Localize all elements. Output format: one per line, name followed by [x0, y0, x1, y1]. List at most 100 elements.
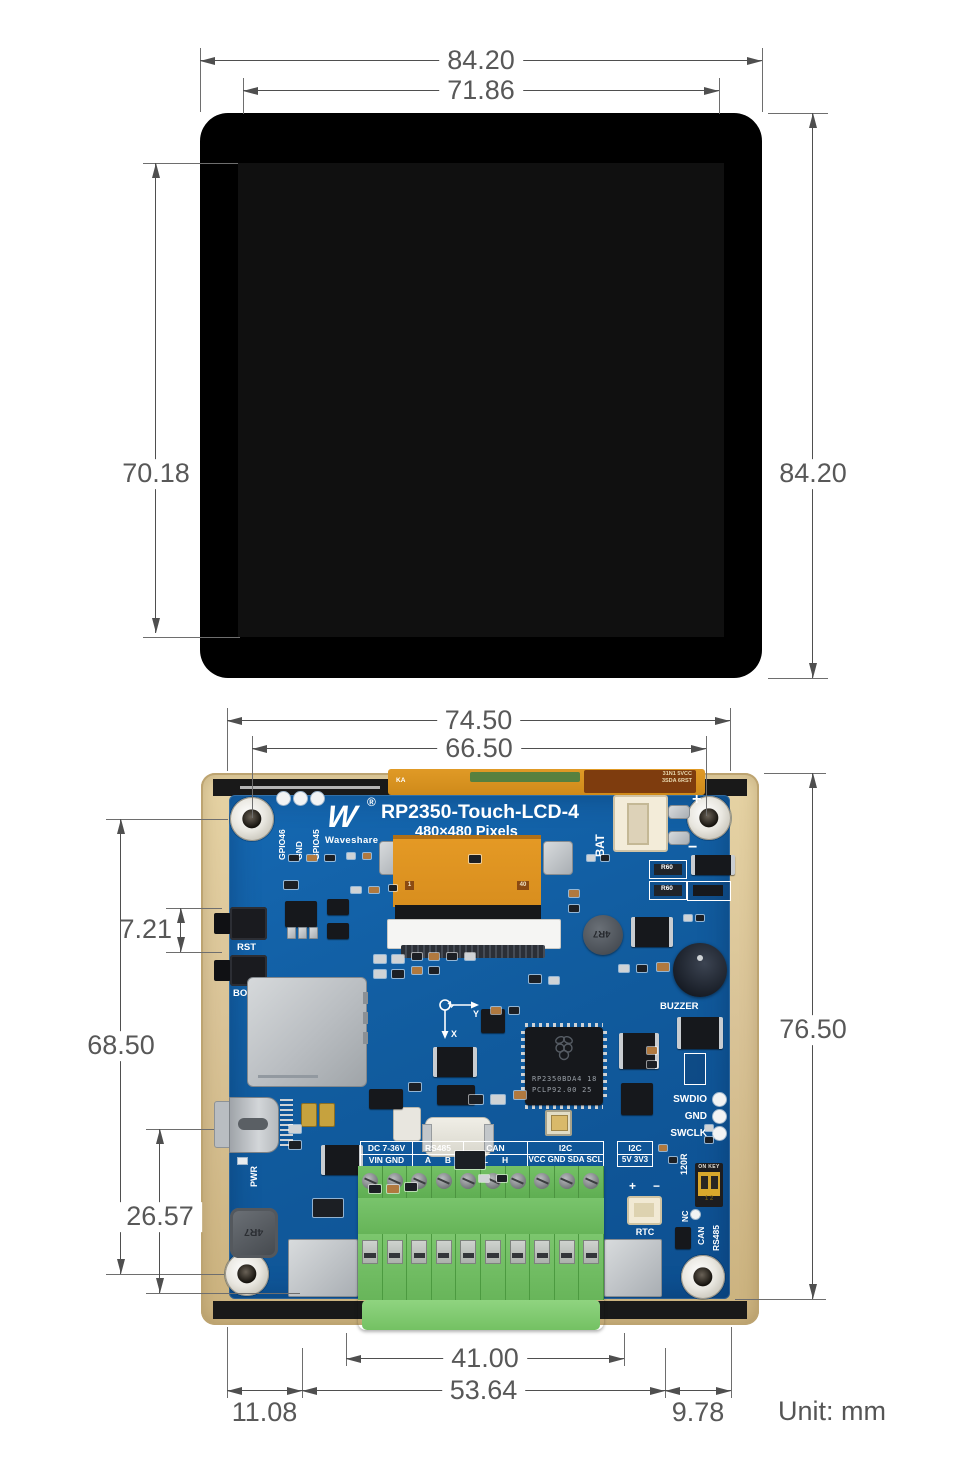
sop8-chip: [321, 1145, 363, 1175]
terminal-opening[interactable]: [382, 1234, 408, 1300]
terminal-pins: A B: [424, 1155, 452, 1165]
terminal-opening[interactable]: [407, 1234, 432, 1300]
gpio45-label: GPIO45: [311, 829, 321, 860]
terminal-opening-row[interactable]: [358, 1234, 604, 1300]
extension-line: [764, 773, 826, 774]
rst-button-cap[interactable]: [214, 913, 231, 934]
terminal-opening[interactable]: [505, 1234, 531, 1300]
extension-line: [143, 163, 238, 164]
terminal-opening[interactable]: [579, 1234, 604, 1300]
terminal-screw[interactable]: [435, 1173, 452, 1189]
dim-back-outer-width: 74.50: [227, 705, 730, 736]
extension-line: [665, 1348, 666, 1398]
flex-pin1-mark: 1: [405, 881, 414, 890]
extension-line: [106, 1274, 224, 1275]
terminal-pins: L H: [482, 1155, 509, 1165]
terminal-lip: [362, 1300, 600, 1330]
unit-label: Unit: mm: [778, 1396, 886, 1426]
terminal-screw[interactable]: [460, 1173, 477, 1189]
rp2350-chip: RP2350BDA4 18 PCLP92.00 25: [525, 1027, 603, 1105]
dim-front-inner-height: 70.18: [114, 163, 198, 633]
dim-label: 70.18: [114, 458, 198, 489]
smd-component: [669, 1157, 677, 1163]
terminal-screw-cell[interactable]: [407, 1166, 432, 1198]
chip-marking-line2: PCLP92.00 25: [532, 1086, 593, 1094]
extension-line: [143, 637, 240, 638]
battery-connector-slot: [627, 803, 649, 845]
boot-button-cap[interactable]: [214, 960, 231, 981]
dip-toggle-1[interactable]: [701, 1176, 708, 1189]
terminal-screw-cell[interactable]: [382, 1166, 408, 1198]
terminal-opening[interactable]: [358, 1234, 383, 1300]
terminal-contact: [362, 1240, 378, 1264]
smd-component: [529, 975, 541, 983]
flex-slot: [543, 841, 573, 875]
terminal-screw[interactable]: [509, 1173, 526, 1189]
gpio45-pad: [311, 792, 324, 805]
smd-component: [569, 890, 579, 897]
extension-line: [706, 736, 707, 816]
smd-component: [392, 955, 404, 963]
terminal-screw[interactable]: [558, 1173, 575, 1189]
rst-button[interactable]: [230, 907, 267, 940]
dim-label: 84.20: [439, 45, 523, 76]
diode: [369, 1089, 403, 1109]
dim-bottom-left: 11.08: [227, 1387, 302, 1427]
rtc-minus: −: [653, 1179, 661, 1193]
terminal-screw[interactable]: [583, 1173, 600, 1189]
terminal-contact: [435, 1240, 452, 1264]
swd-gnd-pad: [713, 1110, 726, 1123]
terminal-opening[interactable]: [554, 1234, 580, 1300]
terminal-screw-cell[interactable]: [358, 1166, 383, 1198]
dim-label: 7.21: [119, 914, 172, 945]
rtc-connector: [627, 1196, 662, 1225]
terminal-opening[interactable]: [456, 1234, 481, 1300]
dip-toggle-2[interactable]: [711, 1176, 718, 1189]
usb-c-port[interactable]: [229, 1097, 279, 1153]
smd-component: [637, 965, 647, 972]
terminal-screw[interactable]: [534, 1173, 551, 1189]
flex-pin40-mark: 40: [517, 881, 529, 890]
terminal-screw-cell[interactable]: [579, 1166, 604, 1198]
diode: [691, 855, 735, 875]
terminal-contact: [509, 1240, 526, 1264]
edge-highlight: [240, 786, 380, 789]
chip-pins: [525, 1023, 603, 1027]
smd-component: [412, 953, 422, 960]
nc-label: NC: [681, 1210, 690, 1222]
terminal-opening[interactable]: [530, 1234, 555, 1300]
crystal-oscillator: [545, 1110, 572, 1136]
terminal-screw-cell[interactable]: [456, 1166, 481, 1198]
svg-text:Z: Z: [446, 1000, 456, 1010]
registered-mark: ®: [367, 795, 376, 809]
terminal-opening[interactable]: [431, 1234, 457, 1300]
smd-component: [659, 1145, 667, 1151]
dim-front-outer-width: 84.20: [200, 45, 762, 76]
terminal-block[interactable]: [358, 1166, 604, 1330]
dim-terminal-width: 41.00: [346, 1343, 624, 1374]
flex-tail: 31N1 5VCC 3SDA 6RST: [584, 770, 696, 793]
microsd-slot[interactable]: [247, 977, 368, 1087]
extension-line: [735, 1299, 826, 1300]
terminal-title: DC 7-36V: [361, 1143, 412, 1155]
terminal-contact: [558, 1240, 575, 1264]
inductor-text: 4R7: [244, 1226, 264, 1238]
buzzer: [673, 943, 727, 997]
terminal-screw-row[interactable]: [358, 1166, 604, 1198]
terminal-screw-cell[interactable]: [431, 1166, 457, 1198]
terminal-screw-cell[interactable]: [505, 1166, 531, 1198]
smd-component: [465, 953, 475, 960]
dim-front-inner-width: 71.86: [243, 75, 719, 106]
terminal-opening[interactable]: [480, 1234, 506, 1300]
board-title: RP2350-Touch-LCD-4: [381, 801, 579, 823]
fuse: [422, 1117, 494, 1157]
sot23-transistor: [327, 899, 349, 915]
bat-pin: [668, 831, 690, 845]
smd-component: [491, 1095, 505, 1104]
terminal-screw-cell[interactable]: [554, 1166, 580, 1198]
smd-component: [307, 855, 317, 861]
inductor-square: 4R7: [230, 1208, 278, 1258]
terminal-screw-cell[interactable]: [480, 1166, 506, 1198]
terminal-screw-cell[interactable]: [530, 1166, 555, 1198]
dip-switch[interactable]: ON KEY 1 2: [695, 1163, 723, 1207]
